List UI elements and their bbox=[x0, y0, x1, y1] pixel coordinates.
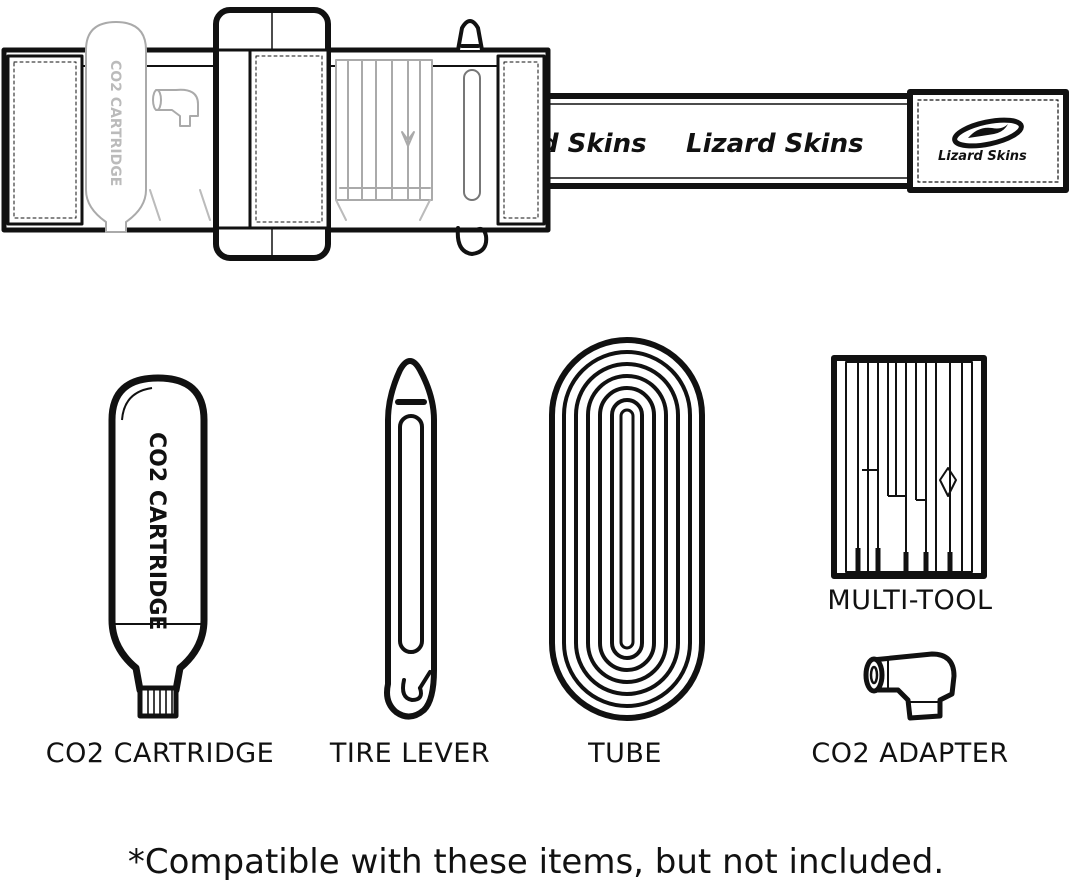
co2-adapter-illustration bbox=[863, 651, 957, 721]
co2-adapter-label: CO2 ADAPTER bbox=[811, 738, 1009, 769]
multi-tool-label: MULTI-TOOL bbox=[827, 585, 993, 616]
strap-end-tab[interactable]: Lizard Skins bbox=[907, 89, 1069, 193]
co2-cartridge-print: CO2 CARTRIDGE bbox=[144, 432, 169, 630]
tire-lever-illustration bbox=[384, 358, 437, 720]
pouch-cartridge-print: CO2 CARTRIDGE bbox=[107, 60, 123, 186]
tube-illustration bbox=[549, 337, 705, 721]
pouch-co2-cartridge-icon: CO2 CARTRIDGE bbox=[85, 21, 147, 233]
co2-cartridge-label: CO2 CARTRIDGE bbox=[45, 738, 275, 769]
pouch-multi-tool-icon bbox=[335, 59, 433, 201]
compatibility-footnote: *Compatible with these items, but not in… bbox=[127, 842, 945, 882]
strap-brand-print-center: Lizard Skins bbox=[686, 129, 864, 159]
tube-label: TUBE bbox=[588, 738, 662, 769]
lizard-logo-icon bbox=[952, 117, 1024, 149]
strap-tire-lever-clip bbox=[455, 19, 489, 256]
strap-brand-print-left: d Skins bbox=[540, 129, 647, 159]
velcro-panel-left bbox=[6, 54, 84, 226]
pouch-ghost-items: CO2 CARTRIDGE bbox=[85, 21, 481, 233]
co2-cartridge-illustration: CO2 CARTRIDGE bbox=[108, 374, 208, 719]
velcro-panel-right bbox=[496, 54, 546, 226]
multi-tool-illustration bbox=[831, 355, 987, 579]
strap-assembly: d Skins Lizard Skins Lizard Skins bbox=[1, 7, 1069, 261]
pouch-tire-lever-icon bbox=[463, 69, 481, 201]
strap-tab-brand-print: Lizard Skins bbox=[938, 149, 1027, 164]
tire-lever-label: TIRE LEVER bbox=[329, 738, 491, 769]
pouch-co2-adapter-icon bbox=[152, 88, 199, 127]
strap-center-loop[interactable] bbox=[213, 7, 331, 261]
